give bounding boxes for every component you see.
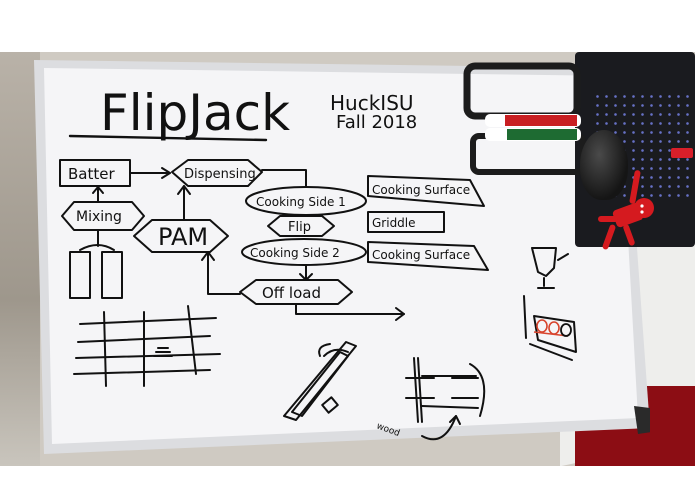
annotation-cooking-surface-2: Cooking Surface: [372, 248, 470, 262]
node-off-load: Off load: [262, 284, 321, 302]
node-batter: Batter: [68, 165, 115, 183]
computer-mouse: [580, 130, 628, 200]
team-text: HuckISU: [330, 91, 414, 115]
title-text: FlipJack: [100, 84, 290, 142]
whiteboard: FlipJack HuckISU Fall 2018: [34, 56, 650, 456]
annotation-griddle: Griddle: [372, 216, 416, 230]
red-key: [671, 148, 693, 158]
node-dispensing: Dispensing: [184, 167, 256, 182]
red-robot-toy: [596, 170, 666, 260]
node-flip: Flip: [288, 220, 311, 235]
background-wall: [0, 52, 40, 466]
term-text: Fall 2018: [336, 112, 417, 133]
node-mixing: Mixing: [76, 209, 122, 225]
node-pam: PAM: [158, 223, 208, 251]
node-cooking-side-2: Cooking Side 2: [250, 246, 340, 260]
node-cooking-side-1: Cooking Side 1: [256, 195, 346, 209]
annotation-cooking-surface-1: Cooking Surface: [372, 183, 470, 197]
whiteboard-photo: FlipJack HuckISU Fall 2018: [0, 52, 695, 466]
marker-holder: [463, 62, 593, 182]
